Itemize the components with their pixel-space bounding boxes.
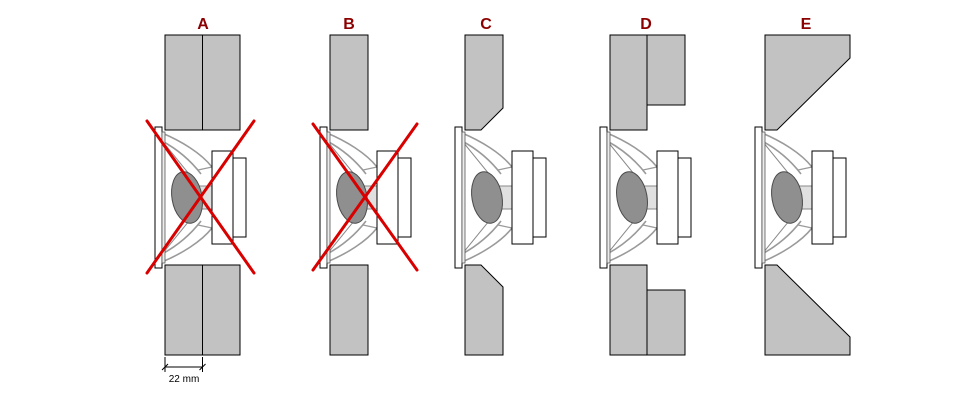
- baffle-top-front-board: [609, 34, 648, 131]
- variant-e: E: [754, 16, 851, 356]
- variant-label-a: A: [197, 16, 209, 33]
- red-cross-line: [311, 122, 419, 272]
- baffle-top-board: [329, 34, 369, 131]
- baffle-top-board-wide-chamfer: [764, 34, 851, 131]
- speaker-driver-e: [754, 126, 847, 269]
- baffle-top-rear-board: [646, 34, 686, 106]
- dimension-tick: [161, 363, 169, 371]
- speaker-driver-d: [599, 126, 692, 269]
- variant-label-d: D: [640, 16, 652, 33]
- variant-b: B: [311, 16, 419, 356]
- variant-label-b: B: [343, 16, 355, 33]
- baffle-cross-section-e: [764, 34, 851, 356]
- baffle-bottom-front-board: [609, 264, 648, 356]
- variant-c: C: [454, 16, 547, 356]
- baffle-bottom-board-chamfered: [464, 264, 504, 356]
- invalid-cross-a: [145, 119, 256, 275]
- variant-a: A: [145, 16, 256, 356]
- baffle-bottom-board: [329, 264, 369, 356]
- dimension-label: 22 mm: [169, 374, 200, 385]
- baffle-cross-section-d: [609, 34, 686, 356]
- baffle-cross-section-c: [464, 34, 504, 356]
- variant-label-e: E: [801, 16, 812, 33]
- baffle-cross-section-a: [164, 34, 241, 356]
- baffle-top-board-chamfered: [464, 34, 504, 131]
- speaker-driver-c: [454, 126, 547, 269]
- variant-label-c: C: [480, 16, 492, 33]
- dimension-tick: [199, 363, 206, 371]
- baffle-cross-section-b: [329, 34, 369, 356]
- baffle-bottom-rear-board: [646, 289, 686, 356]
- baffle-bottom-board-wide-chamfer: [764, 264, 851, 356]
- red-cross-line: [145, 119, 256, 275]
- variant-d: D: [599, 16, 692, 356]
- invalid-cross-b: [311, 122, 419, 272]
- dimension-22mm: 22 mm: [161, 357, 206, 385]
